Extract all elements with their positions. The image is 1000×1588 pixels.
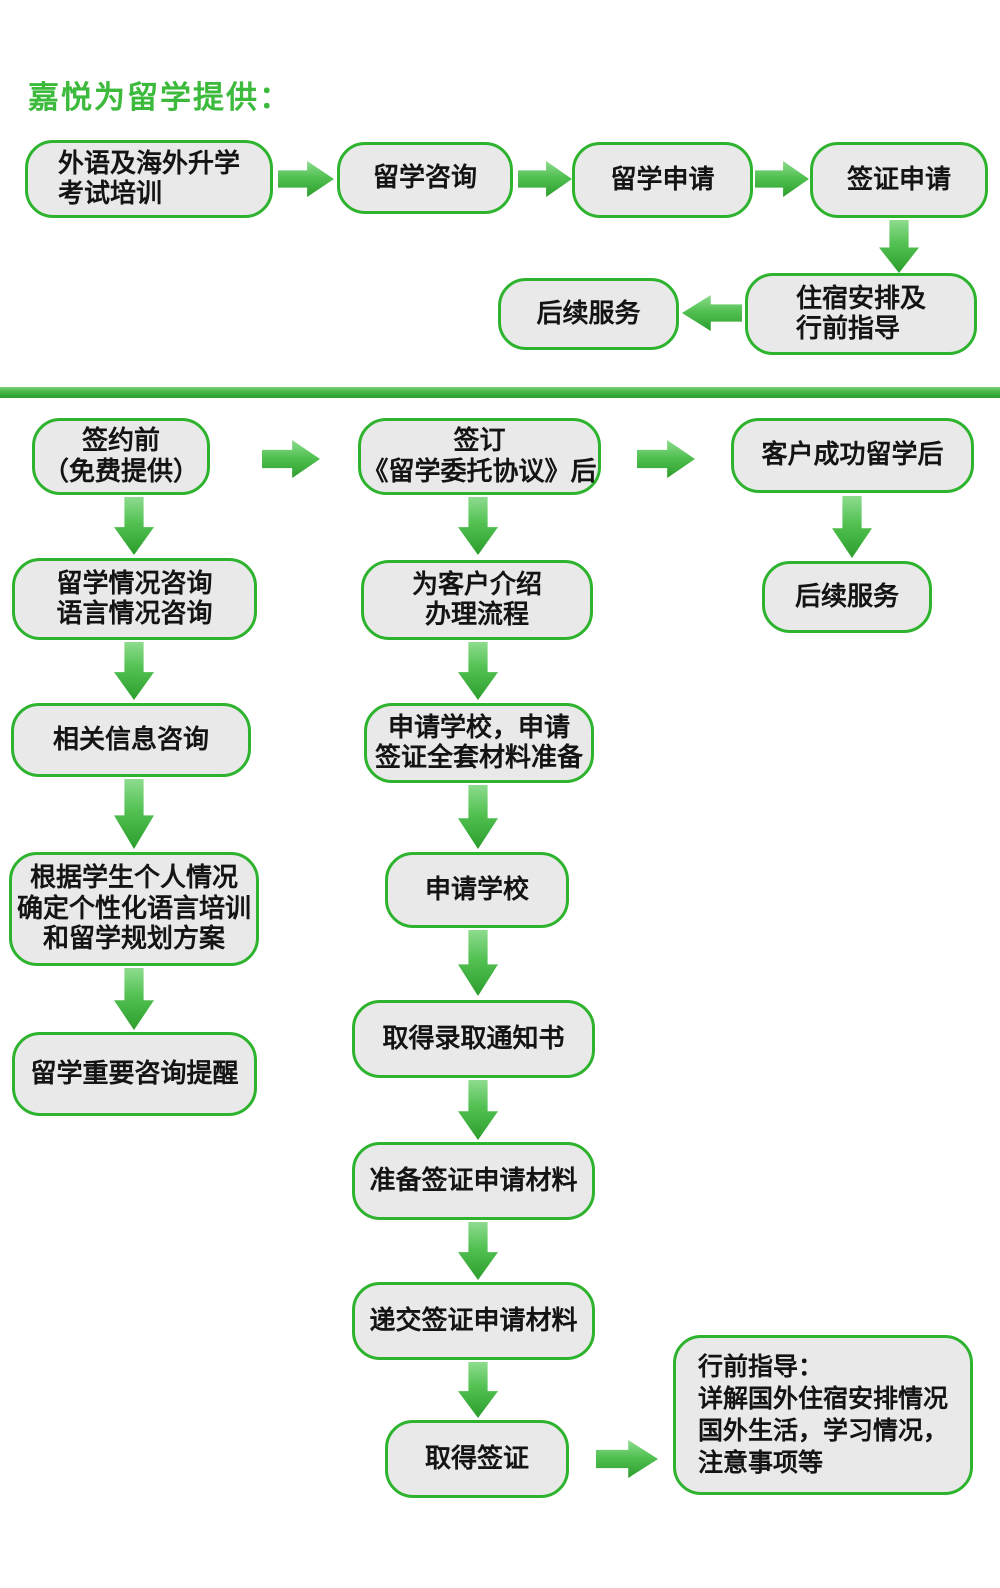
arrow-down-icon bbox=[458, 930, 498, 996]
node-signed-step: 申请学校 bbox=[385, 852, 569, 928]
node-presign-step: 留学情况咨询 语言情况咨询 bbox=[12, 558, 257, 640]
arrow-right-icon bbox=[755, 161, 809, 197]
node-presign-step: 相关信息咨询 bbox=[11, 703, 251, 777]
arrow-right-icon bbox=[262, 440, 320, 478]
arrow-down-icon bbox=[879, 220, 919, 273]
arrow-down-icon bbox=[114, 968, 154, 1030]
arrow-right-icon bbox=[278, 161, 334, 197]
node-after-header: 客户成功留学后 bbox=[731, 418, 974, 493]
node-presign-step: 留学重要咨询提醒 bbox=[12, 1032, 257, 1116]
page-title: 嘉悦为留学提供： bbox=[28, 80, 292, 116]
arrow-right-icon bbox=[518, 161, 572, 197]
arrow-down-icon bbox=[458, 1222, 498, 1280]
node-presign-header: 签约前 （免费提供） bbox=[32, 418, 210, 495]
arrow-down-icon bbox=[114, 779, 154, 849]
arrow-down-icon bbox=[458, 1362, 498, 1418]
node-consulting: 留学咨询 bbox=[337, 142, 513, 214]
node-followup-top: 后续服务 bbox=[498, 278, 679, 350]
node-accommodation: 住宿安排及 行前指导 bbox=[745, 273, 977, 355]
arrow-down-icon bbox=[458, 642, 498, 700]
node-signed-step: 为客户介绍 办理流程 bbox=[361, 560, 593, 640]
node-visa: 签证申请 bbox=[810, 142, 988, 218]
arrow-down-icon bbox=[458, 1080, 498, 1140]
arrow-right-icon bbox=[637, 440, 695, 478]
node-signed-step: 取得录取通知书 bbox=[352, 1000, 595, 1078]
node-training: 外语及海外升学 考试培训 bbox=[25, 140, 273, 218]
node-signed-header: 签订 《留学委托协议》后 bbox=[358, 418, 601, 495]
arrow-down-icon bbox=[458, 785, 498, 849]
node-presign-step: 根据学生个人情况 确定个性化语言培训 和留学规划方案 bbox=[9, 852, 259, 966]
arrow-right-icon bbox=[596, 1440, 658, 1478]
node-departure-note: 行前指导： 详解国外住宿安排情况 国外生活，学习情况， 注意事项等 bbox=[673, 1335, 973, 1495]
arrow-down-icon bbox=[458, 497, 498, 555]
node-signed-step: 递交签证申请材料 bbox=[352, 1282, 595, 1360]
arrow-down-icon bbox=[114, 642, 154, 700]
node-signed-step: 准备签证申请材料 bbox=[352, 1142, 595, 1220]
node-signed-step: 申请学校，申请 签证全套材料准备 bbox=[364, 703, 594, 783]
node-application: 留学申请 bbox=[572, 142, 753, 218]
arrow-down-icon bbox=[114, 497, 154, 555]
section-divider bbox=[0, 387, 1000, 398]
arrow-left-icon bbox=[682, 295, 742, 331]
arrow-down-icon bbox=[832, 496, 872, 558]
node-after-step: 后续服务 bbox=[762, 561, 932, 633]
node-signed-step: 取得签证 bbox=[385, 1420, 569, 1498]
